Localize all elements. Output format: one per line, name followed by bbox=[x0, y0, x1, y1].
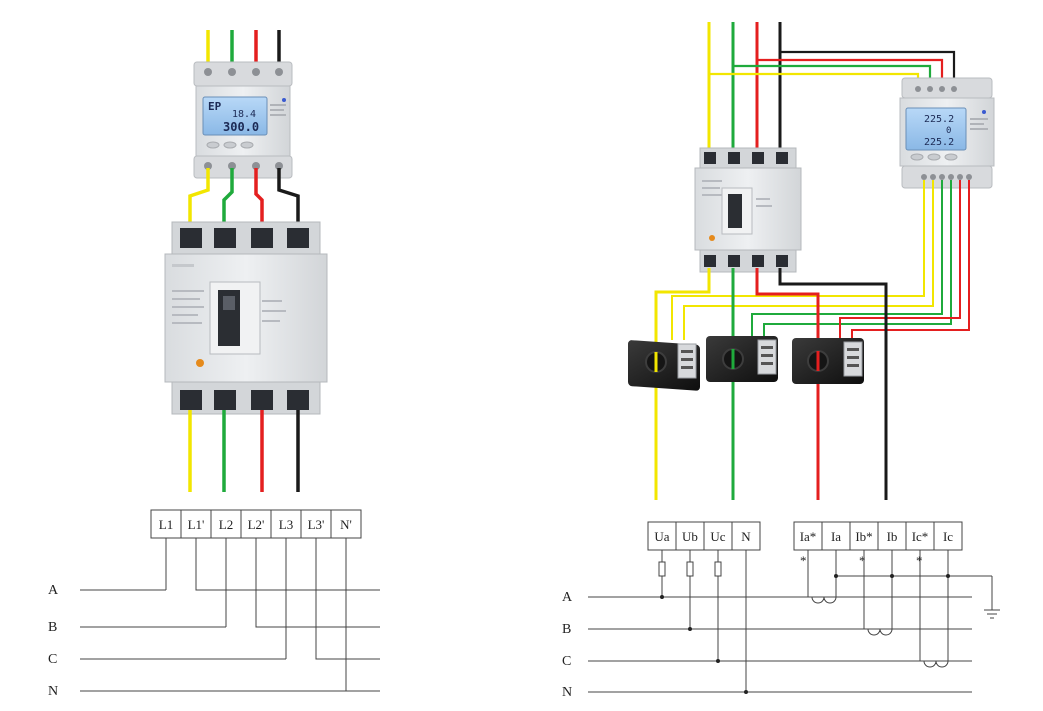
polarity-mark: * bbox=[800, 553, 807, 568]
right-lcd-line1: 225.2 bbox=[924, 114, 954, 125]
left-bus-label-b: B bbox=[48, 620, 57, 635]
polarity-mark: * bbox=[916, 553, 923, 568]
right-meter-button[interactable] bbox=[944, 153, 958, 161]
left-schematic bbox=[80, 538, 380, 692]
left-energy-meter: EP 18.4 300.0 bbox=[193, 61, 293, 179]
right-voltage-terminal-label: Ua bbox=[654, 529, 669, 544]
left-terminal-label: L1 bbox=[159, 517, 173, 532]
right-circuit-breaker bbox=[694, 147, 802, 273]
junction-dots bbox=[660, 574, 950, 694]
right-bus-label-n: N bbox=[562, 685, 572, 700]
left-meter-button[interactable] bbox=[223, 141, 237, 149]
left-lcd-line2: 18.4 bbox=[232, 109, 256, 120]
current-transformer-a bbox=[628, 340, 700, 391]
current-transformer-c bbox=[792, 338, 864, 384]
left-meter-led-icon bbox=[282, 98, 286, 102]
right-main-conductors bbox=[654, 268, 888, 500]
right-breaker-reset-icon[interactable] bbox=[709, 235, 715, 241]
right-voltage-terminal-label: Uc bbox=[710, 529, 725, 544]
right-current-terminal-block: Ia* Ia Ib* Ib Ic* Ic bbox=[793, 521, 963, 551]
left-breaker-reset-icon[interactable] bbox=[196, 359, 204, 367]
right-ct-secondary-wires bbox=[671, 180, 970, 340]
left-meter-button[interactable] bbox=[206, 141, 220, 149]
left-assembly: EP 18.4 300.0 bbox=[48, 30, 380, 699]
right-current-terminal-label: Ic bbox=[943, 529, 953, 544]
right-current-terminal-label: Ib bbox=[887, 529, 898, 544]
left-bus-label-a: A bbox=[48, 583, 59, 598]
right-meter-button[interactable] bbox=[927, 153, 941, 161]
fuse-icon bbox=[686, 561, 694, 577]
right-assembly: 225.2 0 225.2 bbox=[562, 22, 1000, 700]
right-bus-label-b: B bbox=[562, 622, 571, 637]
right-current-terminal-label: Ia bbox=[831, 529, 841, 544]
right-bus-label-a: A bbox=[562, 590, 573, 605]
fuse-icon bbox=[658, 561, 666, 577]
right-voltage-terminal-block: Ua Ub Uc N bbox=[647, 521, 761, 551]
right-current-terminal-label: Ic* bbox=[912, 529, 929, 544]
left-meter-lcd bbox=[202, 96, 268, 136]
left-meter-button[interactable] bbox=[240, 141, 254, 149]
polarity-mark: * bbox=[859, 553, 866, 568]
ct-coil-icon bbox=[811, 596, 837, 604]
left-bus-label-c: C bbox=[48, 652, 57, 667]
right-breaker-toggle[interactable] bbox=[728, 194, 742, 228]
left-terminal-label: L3' bbox=[308, 517, 325, 532]
ct-coil-icon bbox=[923, 660, 949, 668]
right-bus-label-c: C bbox=[562, 654, 571, 669]
right-energy-meter: 225.2 0 225.2 bbox=[899, 77, 995, 189]
left-lcd-line1: EP bbox=[208, 100, 222, 113]
right-meter-lcd bbox=[905, 107, 967, 151]
right-meter-button[interactable] bbox=[910, 153, 924, 161]
fuse-icon bbox=[714, 561, 722, 577]
left-terminal-label: L2 bbox=[219, 517, 233, 532]
right-current-terminal-label: Ib* bbox=[855, 529, 872, 544]
left-bus-label-n: N bbox=[48, 684, 58, 699]
right-meter-led-icon bbox=[982, 110, 986, 114]
right-voltage-terminal-label: N bbox=[741, 529, 751, 544]
left-terminal-label: L2' bbox=[248, 517, 265, 532]
ct-coil-icon bbox=[867, 628, 893, 636]
right-lcd-line2: 0 bbox=[946, 126, 951, 136]
right-lcd-line3: 225.2 bbox=[924, 137, 954, 148]
right-conductors-through-ct bbox=[654, 349, 820, 372]
right-current-terminal-label: Ia* bbox=[800, 529, 817, 544]
left-meter-to-breaker-wires bbox=[188, 168, 300, 232]
left-terminal-label: L3 bbox=[279, 517, 293, 532]
left-output-wires bbox=[188, 410, 300, 492]
current-transformer-b bbox=[706, 336, 778, 382]
right-schematic bbox=[588, 550, 1000, 693]
left-circuit-breaker bbox=[164, 221, 328, 415]
left-terminal-label: L1' bbox=[188, 517, 205, 532]
left-terminal-label: N' bbox=[340, 517, 352, 532]
left-terminal-block: L1 L1' L2 L2' L3 L3' N' bbox=[150, 509, 362, 539]
right-input-wires bbox=[707, 22, 782, 155]
left-lcd-line3: 300.0 bbox=[223, 120, 259, 134]
right-voltage-terminal-label: Ub bbox=[682, 529, 698, 544]
